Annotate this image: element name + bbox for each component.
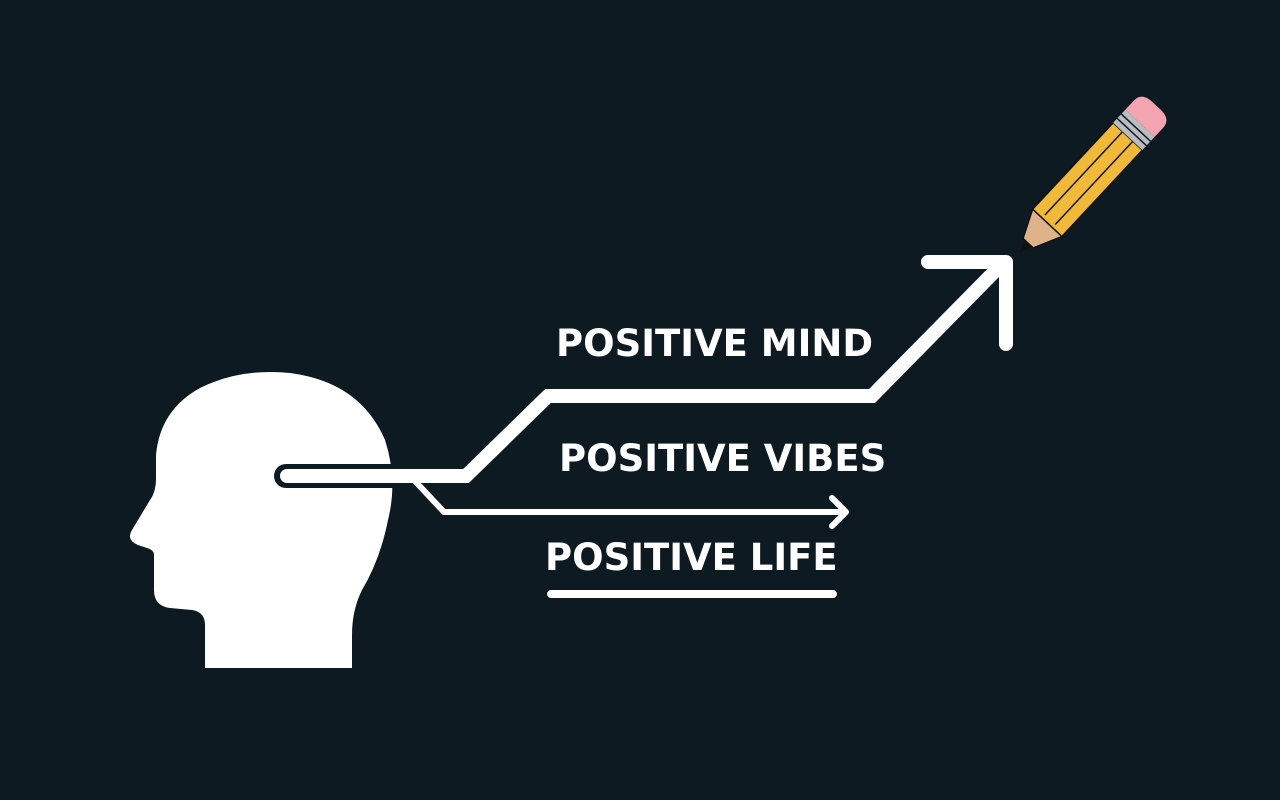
head-silhouette-icon [130,372,393,668]
label-positive-mind: POSITIVE MIND [556,322,874,365]
head-connector [274,464,470,488]
label-positive-life: POSITIVE LIFE [545,536,838,579]
arrow-right-icon [411,477,849,529]
label-positive-vibes: POSITIVE VIBES [559,437,887,480]
arrow-up-right-icon [450,255,1013,483]
pencil-icon [1020,96,1167,252]
